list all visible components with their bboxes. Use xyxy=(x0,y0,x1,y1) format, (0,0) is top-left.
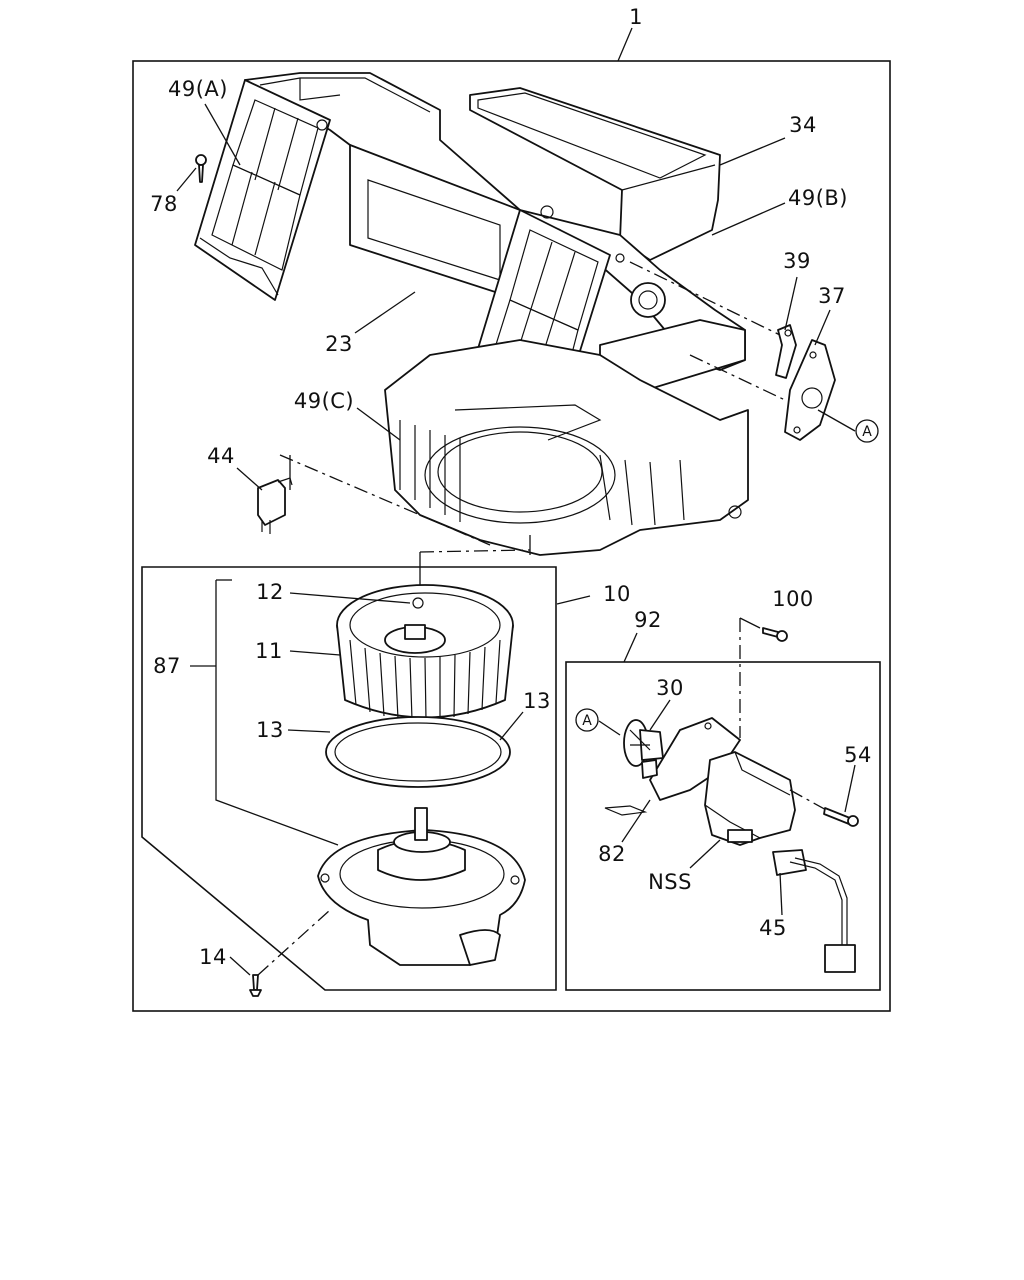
callout-1: 1 xyxy=(629,5,643,29)
lever-30 xyxy=(623,719,664,767)
reference-marker-a-lower: A xyxy=(575,708,599,732)
leader-lines xyxy=(176,27,856,976)
reference-marker-a-upper-text: A xyxy=(862,424,872,440)
callout-23: 23 xyxy=(325,332,353,356)
callout-labels: 1 34 49(A) 78 49(B) 39 37 23 49(C) 44 12… xyxy=(150,5,872,969)
connector-82 xyxy=(604,759,658,816)
callout-10: 10 xyxy=(603,582,631,606)
callout-nss: NSS xyxy=(648,870,692,894)
screw-78 xyxy=(195,154,207,183)
blower-housing xyxy=(194,72,749,556)
callout-54: 54 xyxy=(844,743,872,767)
callout-49b: 49(B) xyxy=(788,186,848,210)
screw-100 xyxy=(762,627,788,642)
actuator-subassembly-frame xyxy=(565,661,881,991)
callout-100: 100 xyxy=(772,587,814,611)
screw-14 xyxy=(249,974,262,997)
callout-49a: 49(A) xyxy=(168,77,228,101)
callout-34: 34 xyxy=(789,113,817,137)
callout-49c: 49(C) xyxy=(294,389,354,413)
outer-frame xyxy=(132,60,891,1012)
callout-82: 82 xyxy=(598,842,626,866)
callout-44: 44 xyxy=(207,444,235,468)
callout-14: 14 xyxy=(199,945,227,969)
callout-13-right: 13 xyxy=(523,689,551,713)
callout-13-left: 13 xyxy=(256,718,284,742)
actuator-nss xyxy=(649,717,796,846)
callout-39: 39 xyxy=(783,249,811,273)
callout-11: 11 xyxy=(255,639,283,663)
reference-marker-a-upper: A xyxy=(855,419,879,443)
callout-92: 92 xyxy=(634,608,662,632)
callout-87: 87 xyxy=(153,654,181,678)
motor-subassembly-frame xyxy=(141,566,557,991)
fan-wheel-11 xyxy=(336,584,514,721)
harness-45 xyxy=(772,849,856,973)
callout-12: 12 xyxy=(256,580,284,604)
clip-39 xyxy=(775,324,797,379)
callout-45: 45 xyxy=(759,916,787,940)
callout-78: 78 xyxy=(150,192,178,216)
callout-30: 30 xyxy=(656,676,684,700)
bracket-37 xyxy=(784,339,836,441)
resistor-44 xyxy=(257,477,293,534)
blower-motor-87 xyxy=(317,807,526,966)
reference-marker-a-lower-text: A xyxy=(582,713,592,729)
screw-54 xyxy=(789,789,859,827)
seal-ring-13 xyxy=(325,716,511,788)
callout-37: 37 xyxy=(818,284,846,308)
